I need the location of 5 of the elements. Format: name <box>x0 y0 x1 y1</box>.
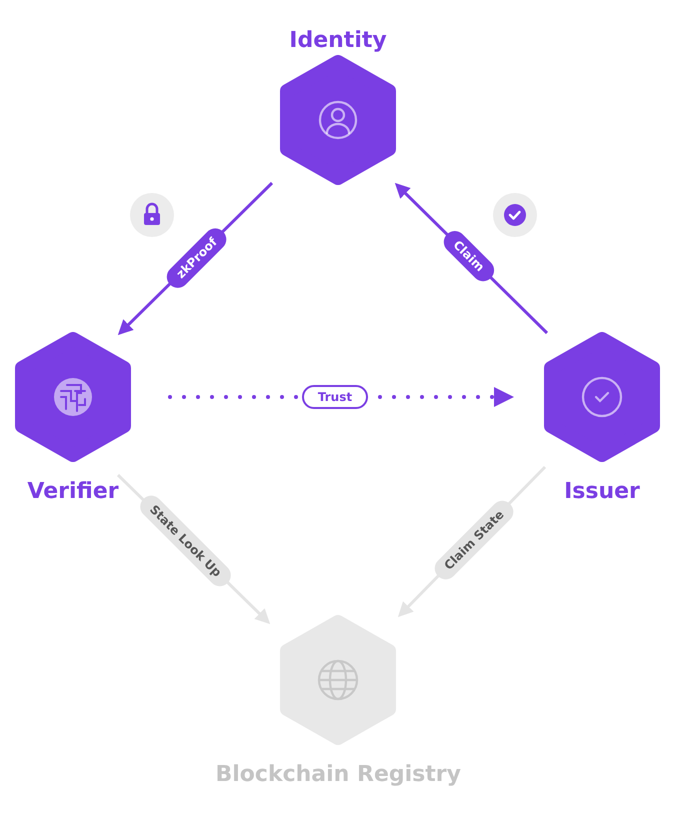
node-title: Identity <box>289 27 387 55</box>
node-title: Blockchain Registry <box>216 761 461 789</box>
node-title: Verifier <box>27 478 119 506</box>
edge-label: Trust <box>302 385 368 409</box>
node-title: Issuer <box>564 478 640 506</box>
